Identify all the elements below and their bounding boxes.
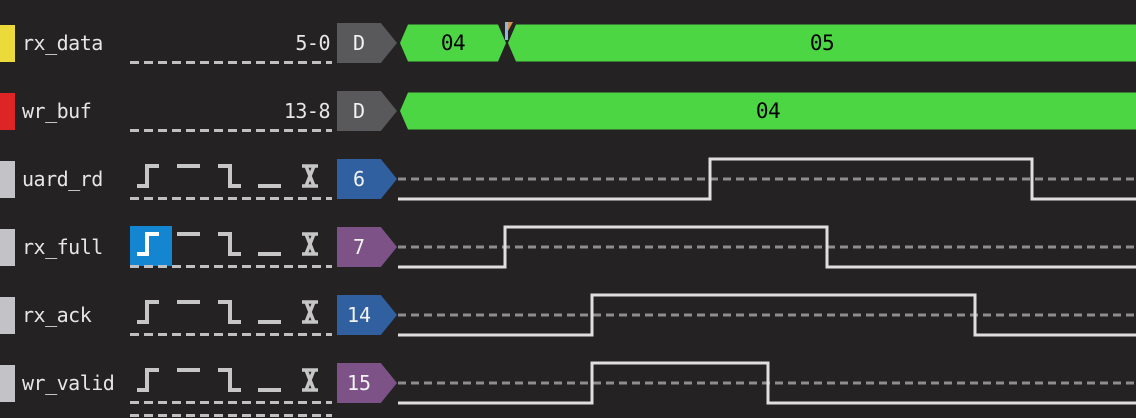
icon-stroke	[218, 300, 241, 324]
trigger-low-level-icon[interactable]	[257, 162, 283, 190]
icon-stroke	[304, 165, 316, 187]
icon-stroke	[304, 301, 316, 323]
trigger-rising-edge-icon[interactable]	[136, 298, 162, 326]
channel-label[interactable]: wr_valid	[22, 371, 115, 395]
trigger-high-level-icon[interactable]	[176, 162, 202, 190]
bus-value: 04	[441, 31, 465, 55]
label-underline	[130, 265, 332, 268]
trigger-flag-pennant-icon	[508, 22, 513, 31]
bus-bit-range: 5-0	[295, 31, 330, 55]
channel-color-swatch[interactable]	[0, 296, 15, 334]
channel-color-swatch[interactable]	[0, 228, 15, 266]
icon-stroke	[218, 232, 241, 256]
trigger-any-edge-icon[interactable]	[298, 230, 324, 258]
trigger-any-edge-icon[interactable]	[298, 366, 324, 394]
trigger-any-edge-icon[interactable]	[298, 298, 324, 326]
icon-stroke	[218, 368, 241, 392]
trigger-falling-edge-icon[interactable]	[217, 162, 243, 190]
digital-wave	[398, 157, 1136, 201]
trigger-low-level-icon[interactable]	[257, 230, 283, 258]
trigger-position-flag[interactable]	[505, 22, 508, 40]
trigger-any-edge-icon[interactable]	[298, 162, 324, 190]
channel-color-swatch[interactable]	[0, 24, 15, 62]
trigger-high-level-icon[interactable]	[176, 366, 202, 394]
trigger-rising-edge-icon[interactable]	[136, 230, 162, 258]
trigger-falling-edge-icon[interactable]	[217, 366, 243, 394]
digital-wave	[398, 293, 1136, 337]
icon-stroke	[137, 164, 159, 188]
channel-color-swatch[interactable]	[0, 364, 15, 402]
bus-value: 05	[810, 31, 834, 55]
label-underline	[130, 197, 332, 200]
label-underline	[130, 61, 332, 64]
icon-stroke	[218, 164, 241, 188]
icon-stroke	[137, 232, 159, 256]
channel-label[interactable]: rx_full	[22, 235, 103, 259]
channel-label[interactable]: rx_data	[22, 31, 103, 55]
trigger-falling-edge-icon[interactable]	[217, 298, 243, 326]
bus-segment	[400, 92, 1136, 130]
label-underline	[130, 129, 332, 132]
trigger-high-level-icon[interactable]	[176, 298, 202, 326]
trigger-high-level-icon[interactable]	[176, 230, 202, 258]
label-underline	[130, 401, 332, 404]
channel-label[interactable]: wr_buf	[22, 99, 92, 123]
label-underline	[130, 414, 332, 417]
channel-color-swatch[interactable]	[0, 160, 15, 198]
icon-stroke	[137, 300, 159, 324]
bus-segment	[400, 24, 506, 62]
trigger-low-level-icon[interactable]	[257, 366, 283, 394]
bus-value: 04	[756, 99, 780, 123]
trigger-low-level-icon[interactable]	[257, 298, 283, 326]
icon-stroke	[304, 369, 316, 391]
trigger-rising-edge-icon[interactable]	[136, 162, 162, 190]
channel-label[interactable]: uard_rd	[22, 167, 103, 191]
label-underline	[130, 333, 332, 336]
channel-color-swatch[interactable]	[0, 92, 15, 130]
channel-label[interactable]: rx_ack	[22, 303, 92, 327]
digital-wave	[398, 361, 1136, 405]
icon-stroke	[137, 368, 159, 392]
trigger-rising-edge-icon[interactable]	[136, 366, 162, 394]
digital-wave	[398, 225, 1136, 269]
bus-bit-range: 13-8	[283, 99, 331, 123]
bus-segment	[508, 24, 1136, 62]
icon-stroke	[304, 233, 316, 255]
trigger-falling-edge-icon[interactable]	[217, 230, 243, 258]
